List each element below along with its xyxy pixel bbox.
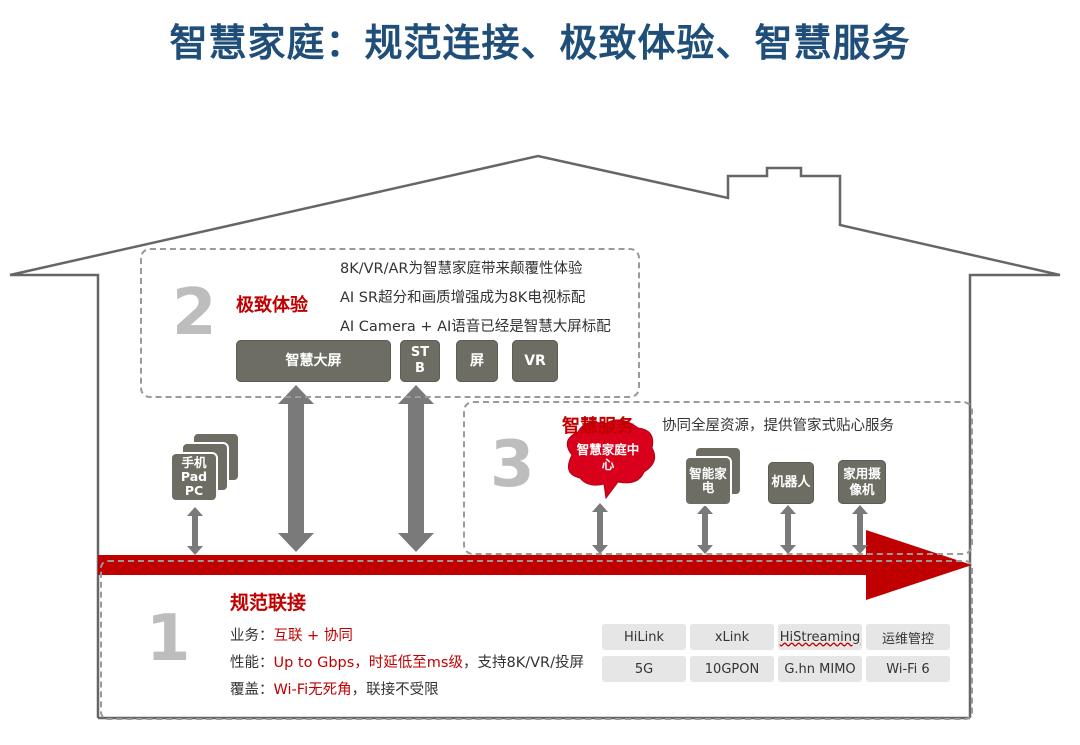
phone-pad-pc-label: 手机 Pad PC bbox=[170, 452, 218, 502]
double-arrow-stb bbox=[398, 385, 434, 552]
connection-row-performance: 性能：Up to Gbps，时延低至ms级，支持8K/VR/投屏 bbox=[230, 651, 584, 672]
double-arrow-robot bbox=[780, 505, 796, 554]
service-section-box bbox=[463, 401, 973, 555]
row-value-rest: ，联接不受限 bbox=[351, 682, 439, 698]
double-arrow-phone bbox=[187, 507, 203, 555]
device-vr: VR bbox=[512, 340, 558, 382]
chip-ghn-mimo: G.hn MIMO bbox=[778, 656, 862, 682]
connection-row-coverage: 覆盖：Wi-Fi无死角，联接不受限 bbox=[230, 678, 439, 699]
device-screen: 屏 bbox=[456, 340, 498, 382]
row-value-rest: ，支持8K/VR/投屏 bbox=[462, 655, 584, 671]
row-value-red: Wi-Fi无死角 bbox=[273, 682, 352, 698]
brain-cloud-icon bbox=[566, 419, 656, 500]
smart-home-center-label: 智慧家庭中心 bbox=[576, 442, 640, 472]
chip-5g: 5G bbox=[602, 656, 686, 682]
service-description: 协同全屋资源，提供管家式贴心服务 bbox=[662, 418, 894, 434]
phone-pad-pc-stack: 手机 Pad PC bbox=[170, 432, 240, 504]
experience-line-2: AI SR超分和画质增强成为8K电视标配 bbox=[340, 290, 586, 306]
row-label: 性能： bbox=[230, 655, 274, 671]
section-number-3: 3 bbox=[490, 428, 535, 502]
experience-line-1: 8K/VR/AR为智慧家庭带来颠覆性体验 bbox=[340, 261, 583, 277]
chip-hilink: HiLink bbox=[602, 624, 686, 650]
row-value-red: 互联 + 协同 bbox=[273, 628, 353, 644]
smart-appliance-stack: 智能家电 bbox=[684, 446, 742, 506]
section-number-2: 2 bbox=[172, 276, 217, 350]
device-big-screen: 智慧大屏 bbox=[236, 340, 391, 382]
double-arrow-camera bbox=[852, 505, 868, 554]
chip-ops-control: 运维管控 bbox=[866, 624, 950, 650]
experience-section-box bbox=[140, 248, 640, 398]
row-value-red: Up to Gbps，时延低至ms级 bbox=[273, 655, 463, 671]
connection-row-business: 业务：互联 + 协同 bbox=[230, 624, 353, 645]
chip-wifi6: Wi-Fi 6 bbox=[866, 656, 950, 682]
connection-section-box bbox=[100, 560, 973, 720]
service-heading: 智慧服务 bbox=[562, 416, 634, 437]
row-label: 业务： bbox=[230, 628, 274, 644]
double-arrow-big-screen bbox=[278, 385, 314, 552]
smart-appliance-label: 智能家电 bbox=[684, 456, 732, 506]
chip-xlink: xLink bbox=[690, 624, 774, 650]
double-arrow-center bbox=[592, 503, 608, 554]
device-stb: ST B bbox=[400, 340, 440, 382]
robot-device: 机器人 bbox=[768, 462, 814, 504]
experience-heading: 极致体验 bbox=[236, 295, 308, 316]
main-red-arrow bbox=[98, 530, 972, 600]
home-camera-device: 家用摄像机 bbox=[838, 460, 886, 504]
connection-heading: 规范联接 bbox=[230, 592, 307, 614]
experience-line-3: AI Camera + AI语音已经是智慧大屏标配 bbox=[340, 319, 611, 335]
page-title: 智慧家庭：规范连接、极致体验、智慧服务 bbox=[169, 21, 911, 65]
chip-histreaming: HiStreaming bbox=[778, 624, 862, 650]
chip-10gpon: 10GPON bbox=[690, 656, 774, 682]
section-number-1: 1 bbox=[146, 602, 191, 676]
double-arrow-appliance bbox=[697, 505, 713, 554]
row-label: 覆盖： bbox=[230, 682, 274, 698]
house-outline bbox=[9, 154, 1061, 718]
